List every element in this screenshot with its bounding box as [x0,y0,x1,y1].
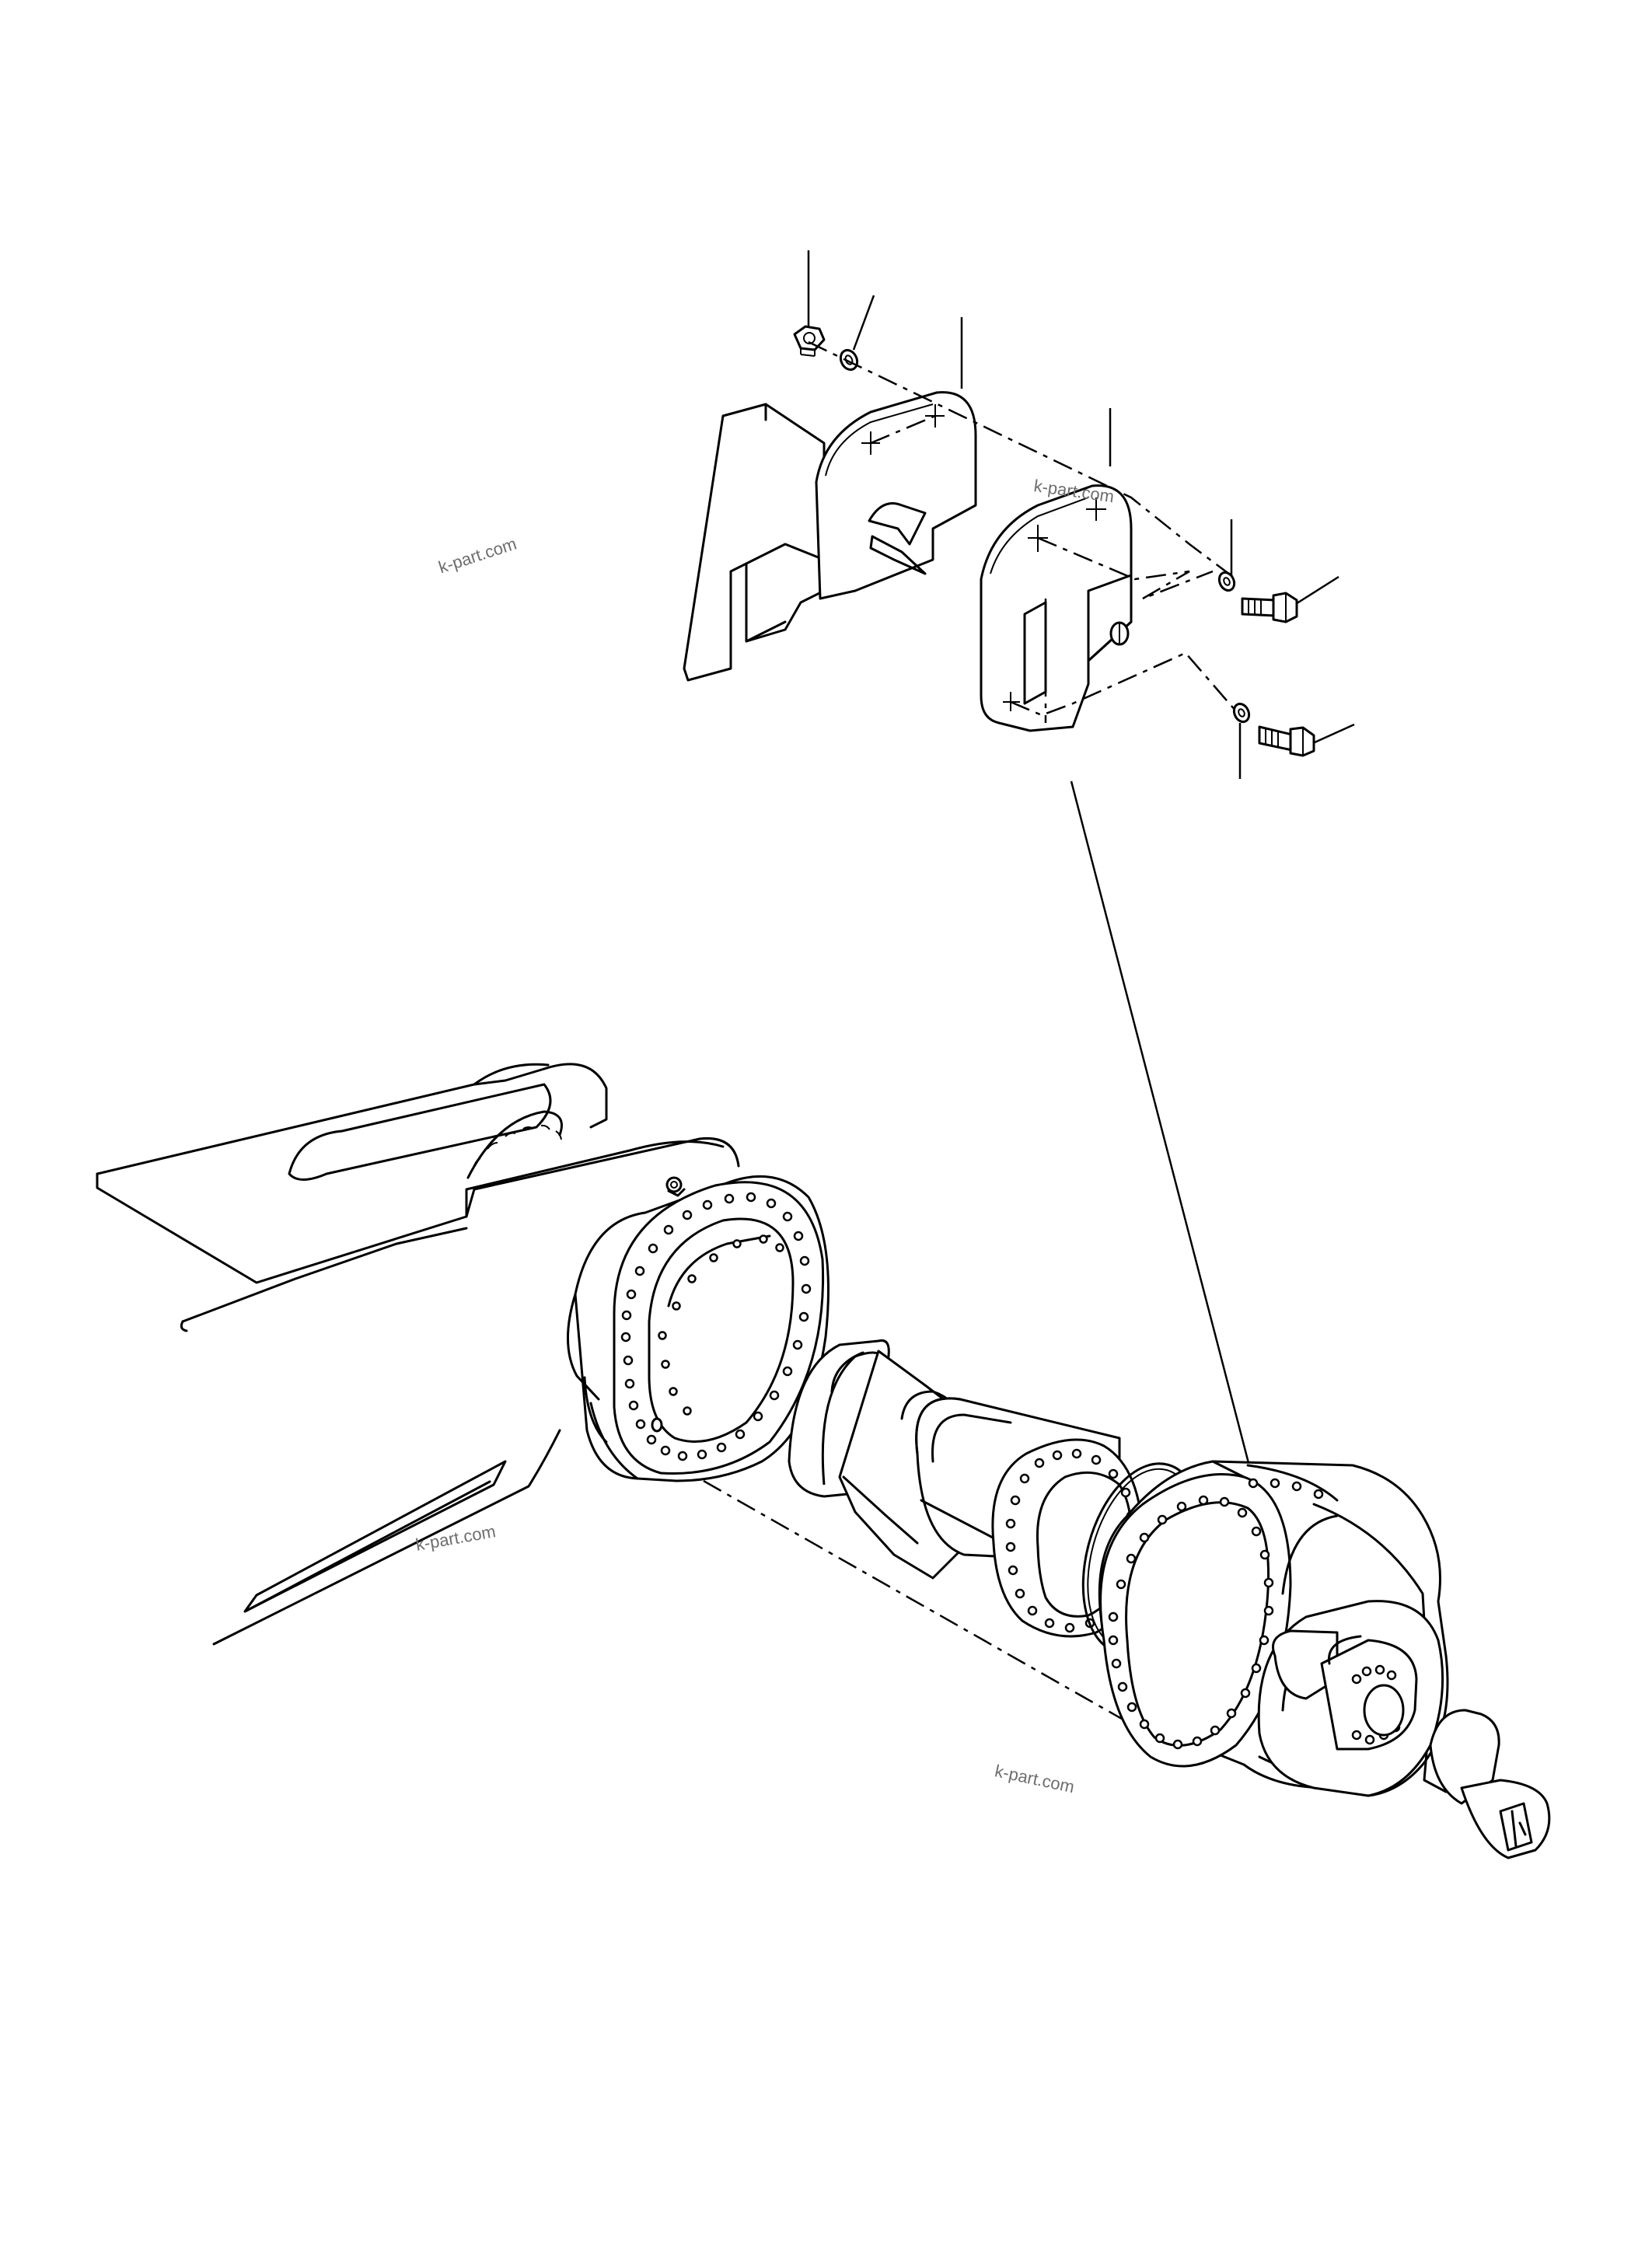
centerline-c [1010,651,1237,717]
washer-icon [1232,702,1251,724]
mounting-ring [566,1175,830,1482]
bracket-assembly [683,250,1355,779]
leader-line-to-final-drive [1070,780,1255,1482]
hex-bolt-icon [1258,725,1315,757]
hex-bolt-icon [1241,592,1298,623]
bracket-arm-left [683,403,826,682]
leader-line-washer [852,295,875,351]
bracket-plate-b [980,484,1133,732]
centerline-b [1037,536,1214,600]
leader-line-bolt-upper [1291,575,1339,608]
hydraulic-fitting-icon [1423,1709,1551,1859]
drive-flange-bolt-holes [1108,1478,1324,1750]
frame-boss-holes [466,1110,563,1179]
hex-nut-icon [793,325,826,357]
washer-icon [1217,571,1236,592]
flange-bolt-holes [1005,1448,1137,1633]
drive-axis-lower [703,1479,1155,1739]
centerline-a [870,414,936,445]
grease-fitting-icon [665,1176,686,1197]
centerline-top [808,340,1237,580]
track-frame [96,1063,740,1646]
washer-icon [839,348,859,372]
bracket-plate-a [815,391,977,600]
motor-hub-holes [1351,1664,1401,1745]
ring-bolt-holes [620,1192,812,1461]
travel-motor-final-drive [1098,1460,1551,1859]
